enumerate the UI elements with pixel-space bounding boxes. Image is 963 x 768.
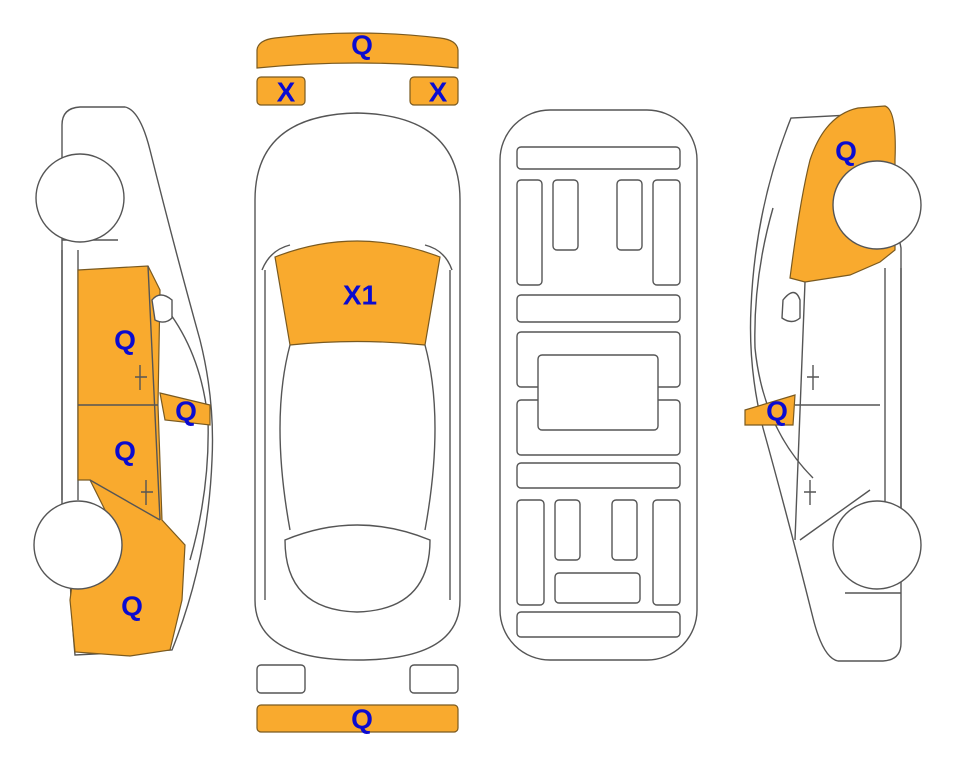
left-rear-fender-label: Q — [121, 591, 143, 622]
front-left-light-label: X — [277, 77, 296, 108]
left-mirror-label: Q — [175, 396, 197, 427]
right-front-wheel — [832, 500, 922, 590]
right-mirror-damage[interactable] — [744, 394, 796, 426]
windshield[interactable] — [274, 240, 441, 346]
left-rear-door-label: Q — [114, 436, 136, 467]
windshield-label: X1 — [343, 280, 377, 311]
front-right-light-label: X — [429, 77, 448, 108]
front-right-light[interactable] — [409, 76, 459, 106]
underbody-view — [499, 109, 698, 661]
front-bumper-label: Q — [351, 30, 373, 61]
front-left-light[interactable] — [256, 76, 306, 106]
left-front-wheel — [35, 153, 125, 243]
rear-bumper-label: Q — [351, 704, 373, 735]
right-rear-wheel — [832, 160, 922, 250]
front-bumper[interactable] — [256, 32, 459, 69]
right-rear-fender-label: Q — [835, 136, 857, 167]
left-front-door-label: Q — [114, 325, 136, 356]
top-view: Q X X X1 Q — [254, 30, 461, 735]
right-mirror-label: Q — [766, 396, 788, 427]
right-side-view: Q Q — [744, 105, 922, 662]
left-rear-wheel — [33, 500, 123, 590]
left-mirror-damage[interactable] — [159, 392, 211, 426]
left-side-view: Q Q Q Q — [33, 106, 214, 657]
rear-bumper[interactable] — [256, 704, 459, 733]
